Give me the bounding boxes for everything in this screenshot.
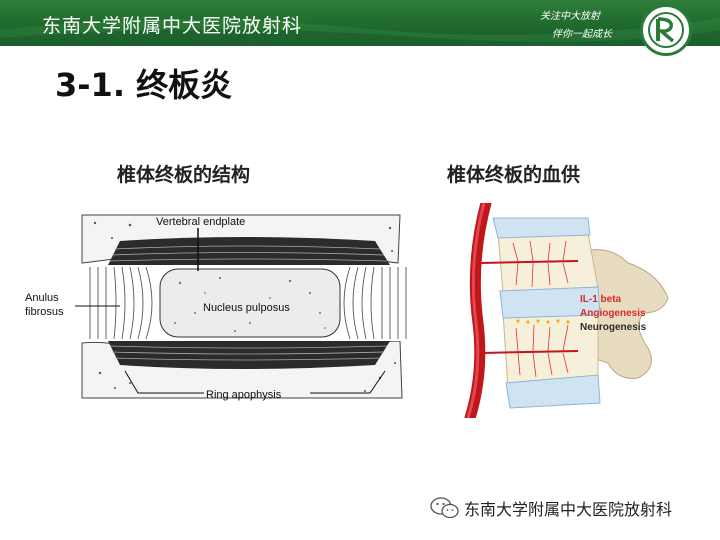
org-name: 东南大学附属中大医院放射科 — [42, 11, 302, 38]
slogan-line-2: 伴你一起成长 — [540, 26, 612, 44]
footer-watermark: 东南大学附属中大医院放射科 — [430, 495, 672, 521]
wechat-icon — [430, 497, 460, 519]
footer-text: 东南大学附属中大医院放射科 — [464, 496, 672, 520]
hospital-logo-icon — [640, 4, 692, 56]
label-neurogenesis: Neurogenesis — [580, 322, 647, 333]
endplate-structure-diagram: Vertebral endplate Anulus fibrosus Nucle… — [20, 203, 430, 403]
slogan-line-1: 关注中大放射 — [540, 8, 612, 26]
label-anulus-line1: Anulus — [25, 292, 59, 304]
label-anulus-line2: fibrosus — [25, 306, 64, 318]
right-figure-caption: 椎体终板的血供 — [447, 160, 580, 187]
logo-mark — [643, 7, 689, 53]
label-vertebral-endplate: Vertebral endplate — [156, 216, 245, 228]
endplate-blood-supply-diagram: IL-1 beta Angiogenesis Neurogenesis — [458, 203, 680, 418]
label-nucleus-pulposus: Nucleus pulposus — [203, 302, 290, 314]
label-il1-beta: IL-1 beta — [580, 294, 622, 305]
label-angiogenesis: Angiogenesis — [580, 308, 646, 319]
header-bar: 东南大学附属中大医院放射科 关注中大放射 伴你一起成长 — [0, 0, 720, 46]
left-figure-caption: 椎体终板的结构 — [117, 160, 250, 187]
slide-title: 3-1. 终板炎 — [55, 60, 232, 106]
label-ring-apophysis: Ring apophysis — [206, 389, 282, 401]
slogan: 关注中大放射 伴你一起成长 — [540, 8, 612, 44]
